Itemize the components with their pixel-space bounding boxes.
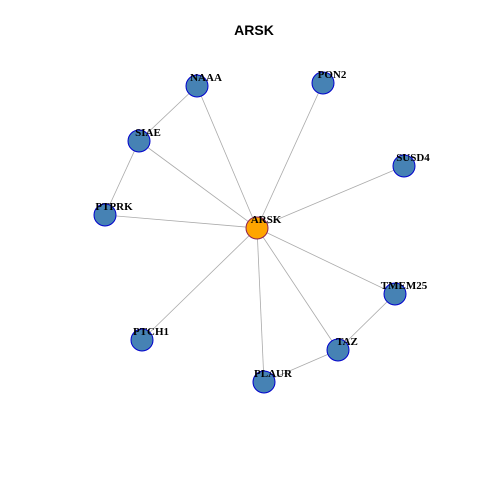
diagram-title: ARSK — [234, 22, 274, 38]
edge-arsk-plaur — [256, 227, 265, 383]
edge-tmem25-taz — [337, 293, 396, 351]
edge-taz-plaur — [263, 349, 339, 383]
node-label-plaur: PLAUR — [254, 368, 293, 380]
node-plaur[interactable] — [252, 370, 276, 394]
edge-arsk-susd4 — [256, 165, 405, 229]
node-label-tmem25: TMEM25 — [381, 280, 428, 292]
edge-arsk-tmem25 — [256, 227, 396, 295]
node-pon2[interactable] — [311, 71, 335, 95]
node-arsk[interactable] — [245, 216, 269, 240]
edge-arsk-ptch1 — [141, 227, 258, 341]
node-label-ptch1: PTCH1 — [133, 326, 169, 338]
edge-arsk-siae — [138, 140, 258, 229]
edge-arsk-naaa — [196, 85, 258, 229]
node-label-naaa: NAAA — [190, 72, 222, 84]
edge-arsk-pon2 — [256, 82, 324, 229]
node-siae[interactable] — [127, 129, 151, 153]
node-tmem25[interactable] — [383, 282, 407, 306]
node-susd4[interactable] — [392, 154, 416, 178]
nodes-layer — [93, 71, 416, 394]
edge-naaa-siae — [138, 85, 198, 142]
edge-arsk-taz — [256, 227, 339, 351]
node-ptprk[interactable] — [93, 203, 117, 227]
node-taz[interactable] — [326, 338, 350, 362]
node-label-ptprk: PTPRK — [95, 201, 133, 213]
edge-siae-ptprk — [104, 140, 140, 216]
node-label-pon2: PON2 — [318, 69, 347, 81]
node-label-susd4: SUSD4 — [396, 152, 430, 164]
edges-layer — [104, 82, 405, 383]
node-label-arsk: ARSK — [251, 214, 282, 226]
node-ptch1[interactable] — [130, 328, 154, 352]
edge-arsk-ptprk — [104, 214, 258, 229]
node-naaa[interactable] — [185, 74, 209, 98]
node-label-taz: TAZ — [336, 336, 358, 348]
node-label-siae: SIAE — [135, 127, 161, 139]
